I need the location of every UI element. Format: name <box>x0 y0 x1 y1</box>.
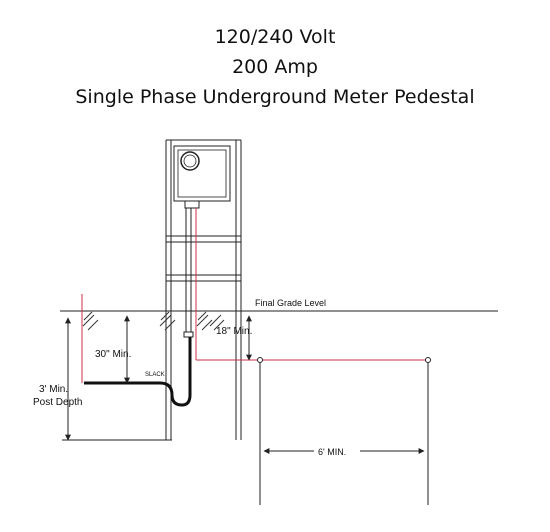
service-conduit <box>81 208 428 383</box>
ground-hatching <box>82 311 225 331</box>
post-depth-label-2: Post Depth <box>33 397 82 408</box>
distance-6-label: 6' MIN. <box>318 447 346 457</box>
dimension-post-depth <box>62 317 172 441</box>
post-depth-label-1: 3' Min. <box>39 384 68 395</box>
riser-conduit <box>183 208 194 338</box>
meter-socket-icon <box>180 151 200 171</box>
depth-18-label: 18" Min. <box>216 326 252 337</box>
meter-enclosure <box>173 145 231 209</box>
final-grade-label: Final Grade Level <box>255 298 326 308</box>
underground-cable <box>84 337 192 407</box>
title-description: Single Phase Underground Meter Pedestal <box>75 86 475 108</box>
slack-label: SLACK <box>145 372 165 378</box>
title-amperage: 200 Amp <box>232 56 318 78</box>
trench-lines <box>257 357 431 505</box>
title-block: 120/240 Volt 200 Amp Single Phase Underg… <box>0 22 550 112</box>
title-voltage: 120/240 Volt <box>214 26 336 48</box>
depth-30-label: 30" Min. <box>95 349 131 360</box>
pedestal-frame <box>165 139 242 440</box>
